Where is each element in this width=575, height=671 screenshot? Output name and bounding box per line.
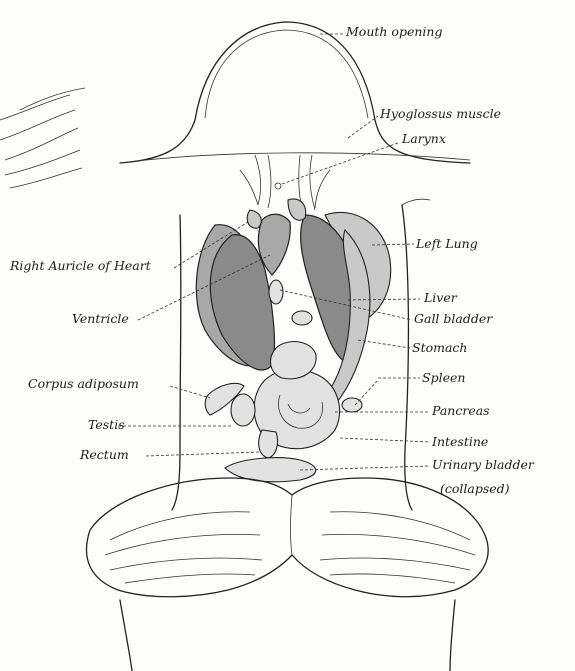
mouth-opening-line [205,30,368,118]
label-spleen: Spleen [422,372,465,385]
label-mouth-opening: Mouth opening [346,26,442,39]
label-corpus-adiposum: Corpus adiposum [28,378,139,391]
label-testis: Testis [88,419,125,432]
label-pancreas: Pancreas [432,405,490,418]
label-rectum: Rectum [80,449,129,462]
throat-vessels [240,155,330,210]
thigh-muscle-lines [105,495,475,583]
label-stomach: Stomach [412,342,467,355]
label-intestine: Intestine [432,436,488,449]
label-larynx: Larynx [402,133,446,146]
label-liver: Liver [424,292,457,305]
label-urinary-bladder: Urinary bladder [432,459,534,472]
heart-auricle [247,210,261,228]
label-hyoglossus-muscle: Hyoglossus muscle [380,108,501,121]
testis [231,394,255,426]
body-right-edge [402,205,412,510]
label-gall-bladder: Gall bladder [414,313,492,326]
label-collapsed: (collapsed) [440,483,510,496]
label-left-lung: Left Lung [416,238,478,251]
gall-bladder [269,280,283,304]
label-ventricle: Ventricle [72,313,129,326]
left-hand-sketch [0,88,85,188]
body-left-edge [172,215,181,510]
rectum [259,430,278,458]
label-right-auricle: Right Auricle of Heart [10,260,151,273]
